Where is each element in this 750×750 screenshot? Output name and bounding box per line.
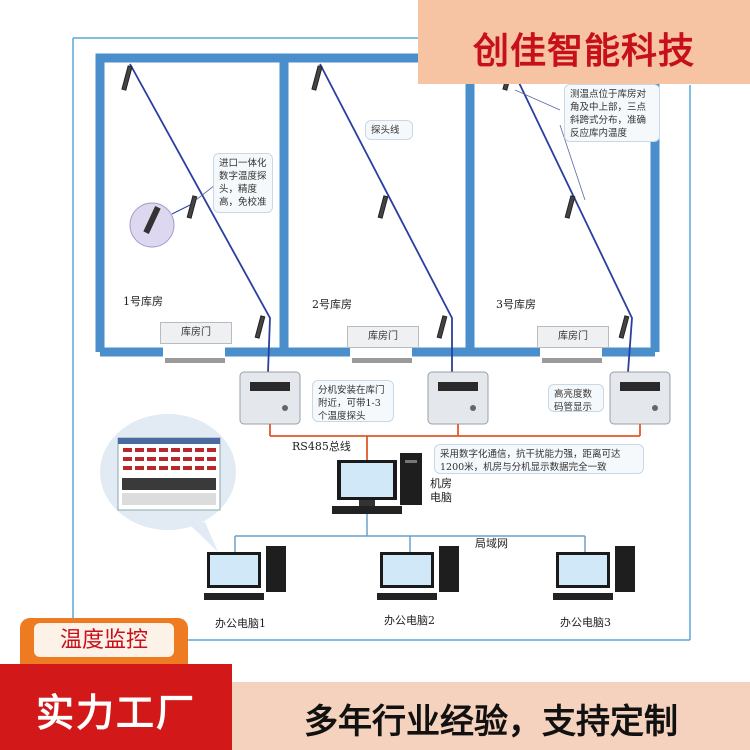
controller-callout: 分机安装在库门附近，可带1-3个温度探头: [312, 380, 394, 422]
office-2-label: 办公电脑2: [384, 614, 435, 627]
slogan-bar: 多年行业经验，支持定制: [232, 682, 750, 750]
measure-points-callout: 测温点位于库房对角及中上部，三点斜跨式分布，准确反应库内温度: [564, 84, 660, 142]
probe-1a: [121, 65, 133, 91]
brand-name: 创佳智能科技: [472, 30, 695, 71]
office-computer-2: [377, 546, 459, 600]
probe-3b: [564, 195, 576, 219]
office-1-label: 办公电脑1: [215, 617, 266, 630]
office-3-label: 办公电脑3: [560, 616, 611, 629]
probe-1c: [254, 315, 266, 339]
software-screenshot: [100, 414, 236, 552]
monitor-badge: 温度监控: [34, 623, 174, 657]
probe-1b: [186, 195, 198, 219]
slogan-text: 多年行业经验，支持定制: [304, 703, 678, 741]
server-computer: [332, 453, 422, 514]
temperature-probes: [121, 65, 630, 339]
factory-badge: 实力工厂: [0, 664, 232, 750]
server-label: 机房电脑: [430, 477, 452, 504]
office-computer-3: [553, 546, 635, 600]
probe-line-callout: 探头线: [365, 120, 413, 140]
lan-label: 局域网: [475, 537, 508, 550]
office-computers: [204, 546, 635, 600]
bottom-divider: [232, 676, 750, 682]
room-2-door-base: [352, 358, 412, 363]
office-computer-1: [204, 546, 286, 600]
probe-2c: [436, 315, 448, 339]
probe-callout: 进口一体化数字温度探头，精度高，免校准: [213, 153, 273, 213]
controllers: [239, 371, 671, 425]
comm-callout: 采用数字化通信，抗干扰能力强，距离可达1200米，机房与分机显示数据完全一致: [434, 444, 644, 474]
brand-banner: 创佳智能科技: [418, 0, 750, 84]
display-callout: 高亮度数码管显示: [548, 384, 604, 413]
probe-wires: [129, 63, 633, 373]
controller-2: [427, 371, 489, 425]
room-3-door: 库房门: [537, 326, 609, 348]
probe-2a: [311, 65, 323, 91]
controller-3: [609, 371, 671, 425]
probe-zoom: [129, 202, 191, 248]
controller-1: [239, 371, 301, 425]
rs485-bus: [269, 424, 641, 460]
room-1-door: 库房门: [160, 322, 232, 344]
lan-lines: [234, 514, 586, 552]
room-2-door: 库房门: [347, 326, 419, 348]
rs485-label: RS485总线: [292, 440, 351, 453]
probe-2b: [377, 195, 389, 219]
probe-3c: [618, 315, 630, 339]
room-3-label: 3号库房: [496, 298, 536, 311]
factory-label: 实力工厂: [35, 693, 196, 735]
room-1-door-base: [165, 358, 225, 363]
room-2-label: 2号库房: [312, 298, 352, 311]
room-1-label: 1号库房: [123, 295, 163, 308]
room-3-door-base: [542, 358, 602, 363]
